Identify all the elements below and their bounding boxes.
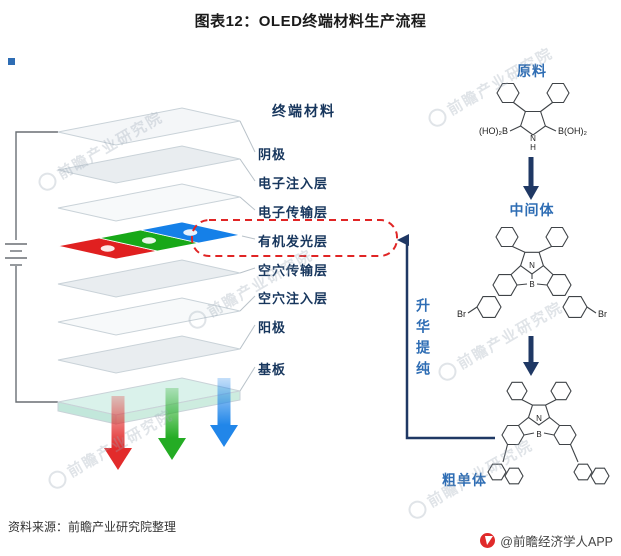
red-highlight-dot bbox=[100, 245, 115, 252]
red-light-arrowhead bbox=[104, 448, 132, 470]
green-light-arrow bbox=[165, 388, 179, 438]
layer-label-electron-transport: 电子传输层 bbox=[258, 205, 329, 220]
blue-light-arrow bbox=[217, 378, 231, 425]
layer-label-hole-injection: 空穴注入层 bbox=[258, 291, 329, 306]
blue-highlight-dot bbox=[183, 229, 198, 236]
battery-circuit-icon bbox=[5, 131, 58, 403]
green-highlight-dot bbox=[142, 237, 156, 244]
terminal-materials-heading: 终端材料 bbox=[272, 103, 336, 119]
stage-label-raw-material: 原料 bbox=[517, 63, 547, 79]
layer-plate-substrate bbox=[57, 377, 241, 425]
layer-plate-electron-transport bbox=[57, 183, 241, 222]
blue-light-arrowhead bbox=[210, 425, 238, 447]
purification-connector-arrow bbox=[397, 234, 495, 440]
oled-layer-stack bbox=[57, 107, 241, 425]
intermediate-br-right-label: Br bbox=[598, 309, 607, 319]
corner-marker bbox=[8, 58, 15, 65]
stage-arrow-raw-to-intermediate bbox=[523, 157, 539, 200]
intermediate-boron-label: B bbox=[529, 280, 534, 289]
layer-label-emission: 有机发光层 bbox=[258, 234, 329, 249]
raw-hydrogen-label: H bbox=[530, 143, 536, 152]
brand-text: @前瞻经济学人APP bbox=[500, 535, 613, 549]
layer-plate-electron-injection bbox=[57, 145, 241, 184]
layer-label-electron-injection: 电子注入层 bbox=[258, 176, 329, 191]
crude-nitrogen-label: N bbox=[536, 414, 542, 423]
layer-plate-cathode bbox=[57, 107, 241, 146]
layer-label-cathode: 阴极 bbox=[258, 147, 287, 162]
crude-monomer-structure: N B bbox=[487, 381, 610, 485]
brand-logo-icon bbox=[480, 533, 496, 548]
emission-layer-highlight-box bbox=[191, 219, 398, 257]
intermediate-structure: N B Br Br bbox=[457, 226, 607, 319]
layer-plate-hole-transport bbox=[57, 259, 241, 298]
layer-plate-anode bbox=[57, 335, 241, 374]
brand-footer: @前瞻经济学人APP bbox=[480, 531, 613, 550]
layer-label-hole-transport: 空穴传输层 bbox=[258, 263, 329, 278]
layer-label-substrate: 基板 bbox=[258, 362, 287, 377]
raw-material-structure: (HO)₂B B(OH)₂ N H bbox=[479, 82, 587, 152]
green-light-arrowhead bbox=[158, 438, 186, 460]
sublimation-purification-label: 升华提纯 bbox=[415, 298, 431, 382]
intermediate-br-left-label: Br bbox=[457, 309, 466, 319]
crude-boron-label: B bbox=[536, 430, 541, 439]
layer-plate-emission-rgb bbox=[57, 221, 241, 260]
page-title: 图表12：OLED终端材料生产流程 bbox=[194, 13, 427, 30]
layer-plate-hole-injection bbox=[57, 297, 241, 336]
layer-label-anode: 阳极 bbox=[258, 320, 287, 335]
emission-light-arrows bbox=[104, 378, 238, 470]
raw-nitrogen-label: N bbox=[530, 134, 536, 143]
stage-arrow-intermediate-to-crude bbox=[523, 336, 539, 376]
raw-boron-right-label: B(OH)₂ bbox=[558, 126, 587, 136]
intermediate-nitrogen-label: N bbox=[529, 261, 535, 270]
leader-lines bbox=[239, 120, 256, 392]
stage-label-intermediate: 中间体 bbox=[509, 202, 555, 218]
stage-label-crude-monomer: 粗单体 bbox=[442, 472, 487, 488]
source-note: 资料来源：前瞻产业研究院整理 bbox=[8, 520, 177, 534]
red-light-arrow bbox=[111, 396, 125, 448]
raw-boron-left-label: (HO)₂B bbox=[479, 126, 508, 136]
